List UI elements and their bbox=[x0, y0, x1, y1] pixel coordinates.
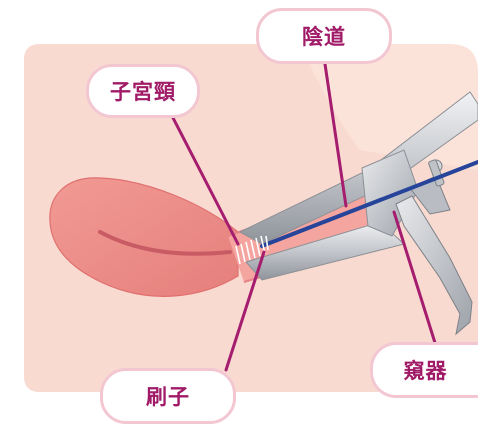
label-cervix: 子宮頸 bbox=[86, 64, 200, 118]
label-speculum: 窺器 bbox=[370, 342, 478, 398]
label-vagina: 陰道 bbox=[256, 8, 392, 64]
label-brush: 刷子 bbox=[100, 368, 236, 424]
